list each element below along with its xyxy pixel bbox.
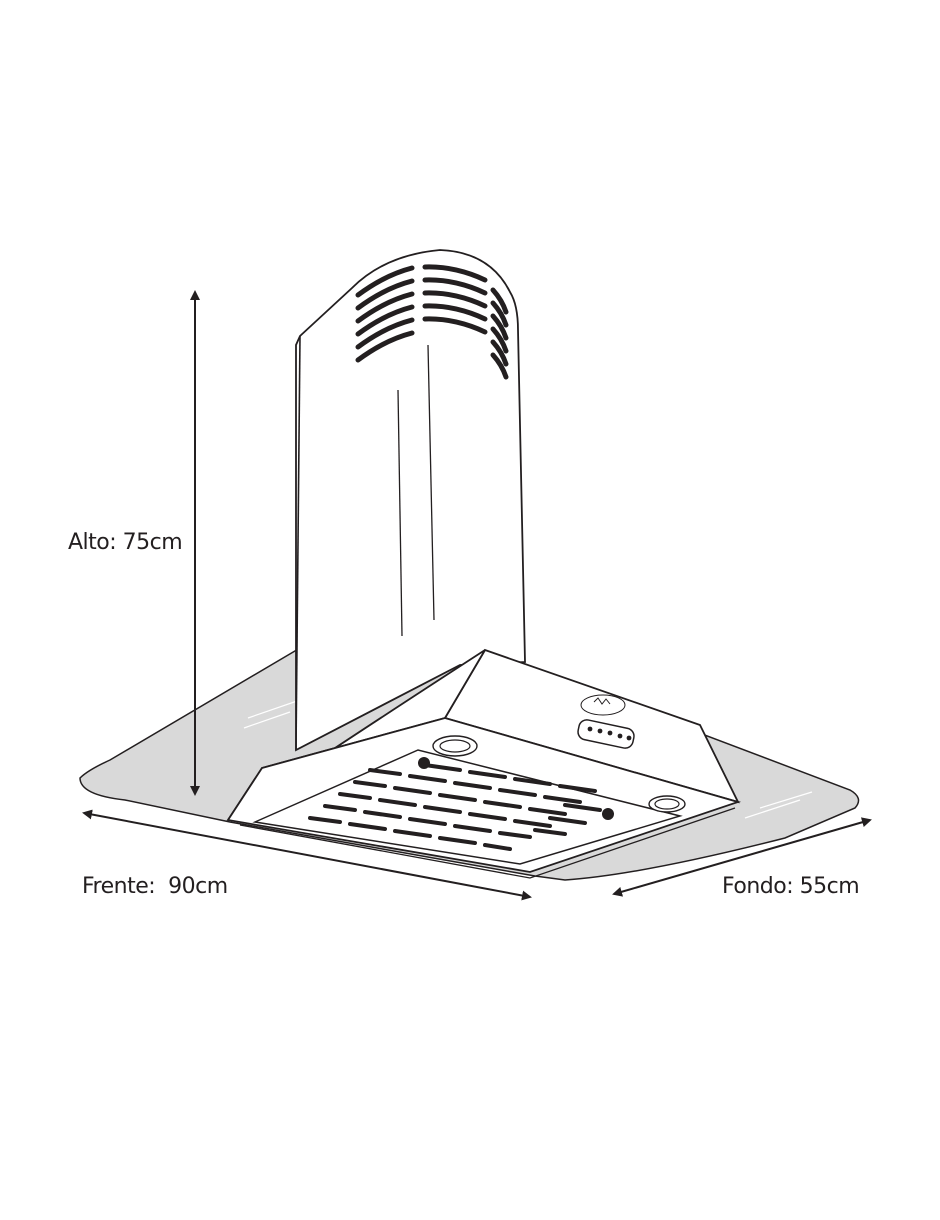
light-right <box>648 795 686 813</box>
depth-dimension-arrow <box>612 817 872 897</box>
light-left <box>432 735 478 757</box>
glass-reflection-left <box>243 699 301 729</box>
chimney-edge <box>295 335 301 751</box>
width-label: Frente: 90cm <box>82 874 228 899</box>
width-dimension-arrow <box>82 809 532 901</box>
chimney <box>295 249 526 752</box>
chimney-seam <box>427 344 435 621</box>
depth-label: Fondo: 55cm <box>722 874 860 899</box>
glass-reflection-right <box>744 791 813 819</box>
height-label: Alto: 75cm <box>68 530 183 555</box>
filter-clip <box>418 757 430 769</box>
control-panel <box>577 719 635 749</box>
chimney-vent-slots <box>355 264 509 380</box>
brand-logo <box>580 694 626 716</box>
filter-clip <box>602 808 614 820</box>
chimney-seam <box>397 389 403 637</box>
